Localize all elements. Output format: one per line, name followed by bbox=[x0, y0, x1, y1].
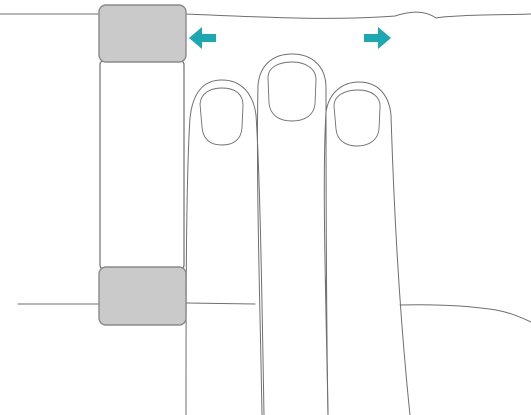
arm-outline bbox=[0, 11, 531, 323]
index-fingernail bbox=[199, 87, 244, 146]
arm-bottom-edge-right bbox=[399, 304, 531, 323]
right-arrow-icon bbox=[364, 27, 391, 49]
left-arrow-icon bbox=[189, 27, 216, 49]
arm-top-edge-right bbox=[185, 11, 531, 19]
middle-fingernail bbox=[267, 61, 317, 122]
fingers bbox=[185, 53, 411, 415]
wearable-device bbox=[98, 4, 187, 326]
ring-fingernail bbox=[333, 89, 381, 147]
band-bottom-segment bbox=[98, 266, 187, 326]
middle-finger bbox=[256, 53, 329, 415]
index-finger-outline bbox=[185, 79, 265, 415]
right-arrow-shape bbox=[364, 27, 391, 49]
middle-finger-outline bbox=[256, 53, 329, 415]
device-body bbox=[99, 59, 185, 271]
index-finger bbox=[185, 79, 265, 415]
ring-finger bbox=[323, 81, 411, 415]
left-arrow-shape bbox=[189, 27, 216, 49]
ring-finger-outline bbox=[323, 81, 411, 415]
arm-bottom-edge-mid bbox=[185, 302, 256, 305]
band-top-segment bbox=[98, 4, 187, 63]
